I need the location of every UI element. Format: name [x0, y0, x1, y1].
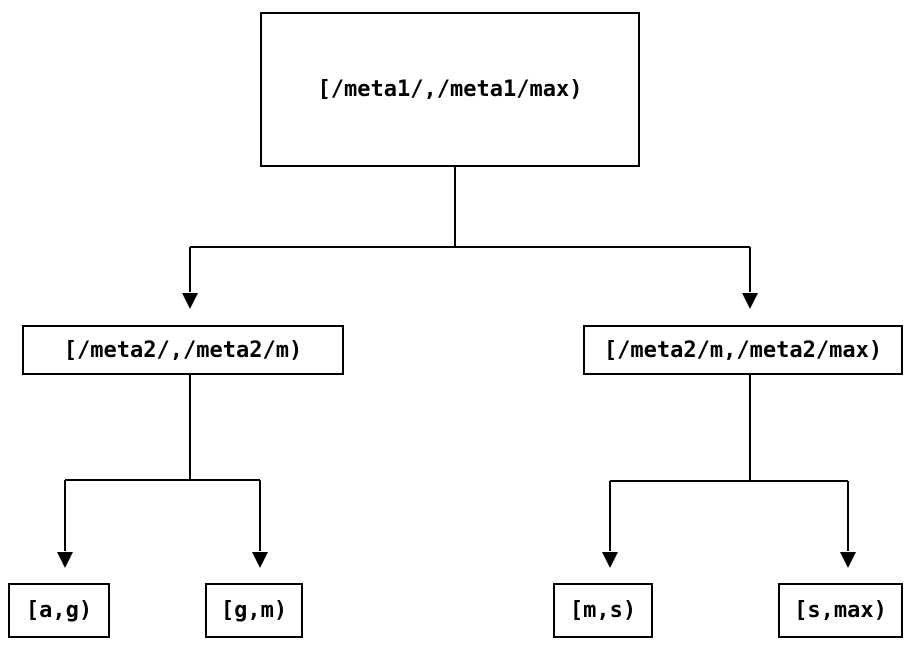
arrowhead-to-leaf-2 — [602, 552, 618, 568]
node-leaf-ag: [a,g) — [8, 583, 110, 638]
connector-right-child-to-leaves — [609, 375, 849, 551]
node-leaf-smax: [s,max) — [778, 583, 903, 638]
node-leaf-ms-label: [m,s) — [569, 598, 637, 623]
arrowhead-to-left-child — [182, 293, 198, 309]
node-right-child: [/meta2/m,/meta2/max) — [583, 325, 903, 375]
arrowhead-to-leaf-3 — [840, 552, 856, 568]
node-right-child-label: [/meta2/m,/meta2/max) — [603, 337, 883, 363]
arrowhead-to-right-child — [742, 293, 758, 309]
node-leaf-gm: [g,m) — [205, 583, 303, 638]
connector-root-to-children — [189, 167, 751, 292]
node-leaf-ms: [m,s) — [553, 583, 653, 638]
arrowhead-to-leaf-0 — [57, 552, 73, 568]
node-root-label: [/meta1/,/meta1/max) — [317, 77, 583, 102]
node-left-child-label: [/meta2/,/meta2/m) — [63, 337, 303, 363]
node-leaf-smax-label: [s,max) — [794, 598, 887, 623]
node-root: [/meta1/,/meta1/max) — [260, 12, 640, 167]
node-leaf-ag-label: [a,g) — [25, 598, 93, 623]
node-left-child: [/meta2/,/meta2/m) — [22, 325, 344, 375]
connector-left-child-to-leaves — [64, 375, 261, 551]
node-leaf-gm-label: [g,m) — [220, 598, 288, 623]
arrowhead-to-leaf-1 — [252, 552, 268, 568]
